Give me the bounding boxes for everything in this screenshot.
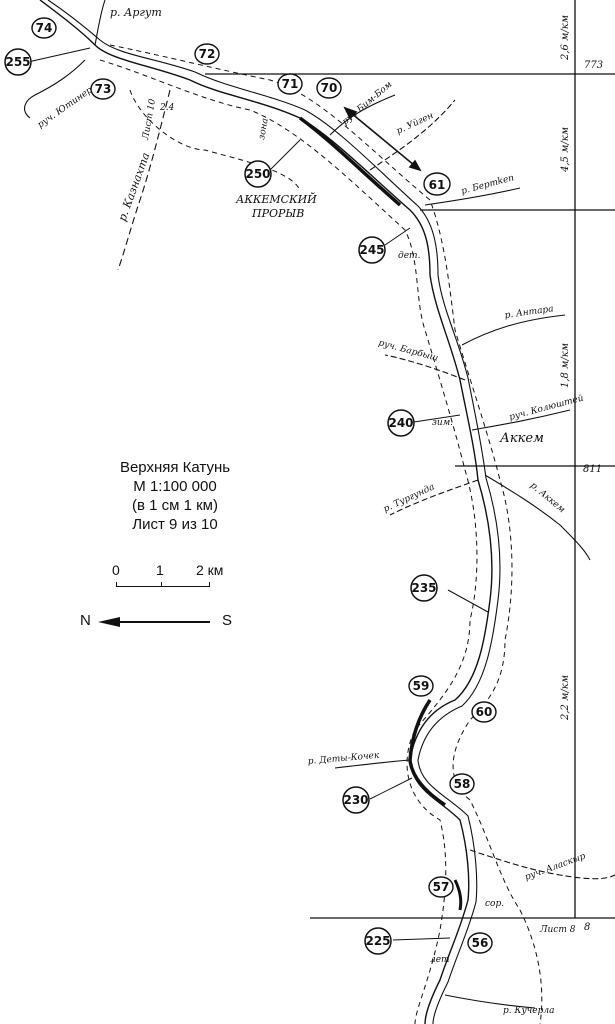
svg-text:60: 60	[476, 705, 493, 719]
scale-bar: 0 1 2 км	[112, 562, 232, 587]
km-marker: 245	[358, 236, 386, 264]
list10-label: Лист 10	[141, 98, 158, 142]
km-marker: 230	[342, 786, 370, 814]
katun-river	[39, 0, 501, 1024]
svg-text:59: 59	[413, 679, 430, 693]
obstacle-marker: 60	[471, 701, 497, 723]
obstacle-marker: 61	[423, 172, 451, 196]
list8-label: Лист 8	[539, 925, 576, 935]
svg-text:255: 255	[5, 55, 30, 69]
tributaries	[24, 0, 615, 1009]
river-akkem-label: р. Аккем	[528, 481, 566, 516]
svg-text:70: 70	[321, 81, 338, 95]
river-antara-label: р. Антара	[504, 304, 554, 321]
river-kolyushtey-label: руч. Колюштей	[508, 393, 585, 423]
river-alaskyr-label: руч. Аласкыр	[524, 852, 588, 883]
river-bimbom-label: руч Бим-Бом	[341, 80, 395, 127]
gradient-1: 2,6 м/км	[560, 15, 571, 61]
scale-bar-line	[116, 582, 210, 587]
svg-text:245: 245	[359, 243, 384, 257]
river-argut-label: р. Аргут	[110, 6, 162, 19]
obstacle-marker: 57	[428, 876, 454, 898]
height-811: 811	[583, 464, 602, 475]
legend-sheet: Лист 9 из 10	[132, 516, 218, 533]
river-tyrgunda-label: р. Тургунда	[382, 482, 436, 514]
svg-text:73: 73	[95, 82, 112, 96]
river-barbysh-label: руч. Барбыш	[377, 337, 439, 364]
river-kucherla-label: р. Кучерла	[503, 1006, 554, 1016]
height-8: 8	[584, 922, 590, 933]
obstacle-markers: 74 73 72 71 70 61 60 59 58 57 56	[31, 17, 497, 954]
gradient-labels: 2,6 м/км 773 4,5 м/км 1,8 м/км 811 2,2 м…	[560, 15, 603, 933]
svg-text:61: 61	[429, 178, 446, 192]
gradient-4: 2,2 м/км	[560, 675, 571, 721]
breach-label-1: АККЕМСКИЙ	[235, 192, 317, 206]
v24-label: 2.4	[159, 103, 175, 113]
obstacle-marker: 58	[449, 773, 475, 795]
let-label: лет	[430, 955, 450, 965]
compass: N S	[80, 612, 240, 632]
svg-text:240: 240	[388, 416, 413, 430]
uygen-arrow	[343, 106, 422, 172]
breach-label-2: ПРОРЫВ	[251, 207, 304, 220]
sor-label: сор.	[485, 899, 504, 909]
svg-text:74: 74	[36, 21, 53, 35]
north-arrow-icon	[98, 617, 210, 627]
km-marker: 255	[4, 48, 32, 76]
river-kaznakhta-label: р. Казнахта	[116, 151, 153, 223]
obstacle-marker: 56	[467, 932, 493, 954]
gradient-3: 1,8 м/км	[560, 343, 571, 388]
det-label: дет.	[398, 251, 421, 261]
section-lines	[205, 0, 615, 919]
river-yutiner-label: руч. Ютинер	[36, 85, 95, 130]
legend-title: Верхняя Катунь	[119, 459, 231, 476]
obstacle-marker: 70	[316, 77, 342, 99]
obstacle-marker: 73	[90, 78, 116, 100]
km-marker: 235	[410, 574, 438, 602]
scale-tick-0: 0	[112, 562, 120, 578]
km-marker: 240	[387, 409, 415, 437]
km-marker: 225	[364, 927, 392, 955]
svg-text:235: 235	[411, 581, 436, 595]
obstacle-marker: 72	[194, 43, 220, 65]
obstacle-marker: 74	[31, 17, 57, 39]
svg-text:58: 58	[454, 777, 471, 791]
river-bertken-label: р. Бертken	[460, 173, 515, 197]
legend-scale-note: (в 1 см 1 км)	[131, 497, 218, 514]
zone-label: зона	[257, 117, 271, 140]
obstacle-marker: 71	[277, 73, 303, 95]
svg-text:250: 250	[245, 167, 270, 181]
compass-north: N	[80, 612, 91, 629]
svg-text:230: 230	[343, 793, 368, 807]
svg-text:56: 56	[472, 936, 489, 950]
valley-borders	[99, 44, 543, 1024]
leader-lines	[27, 47, 489, 941]
height-773: 773	[584, 60, 603, 71]
compass-south: S	[222, 612, 233, 629]
gradient-2: 4,5 м/км	[560, 127, 571, 173]
scale-tick-1: 1	[156, 562, 164, 578]
km-markers: 255 250 245 240 235 230 225	[4, 48, 438, 955]
svg-text:225: 225	[365, 934, 390, 948]
akkem-village-label: Аккем	[499, 431, 544, 446]
legend-scale: М 1:100 000	[133, 478, 217, 495]
svg-text:57: 57	[433, 880, 450, 894]
svg-text:72: 72	[199, 47, 216, 61]
obstacle-marker: 59	[408, 675, 434, 697]
zim-label: зим.	[432, 418, 453, 428]
river-uygen-label: р. Уйген	[395, 111, 435, 137]
svg-text:71: 71	[282, 77, 299, 91]
km-marker: 250	[244, 160, 272, 188]
scale-tick-2: 2 км	[196, 562, 224, 578]
map-legend: Верхняя Катунь М 1:100 000 (в 1 см 1 км)…	[95, 458, 255, 534]
